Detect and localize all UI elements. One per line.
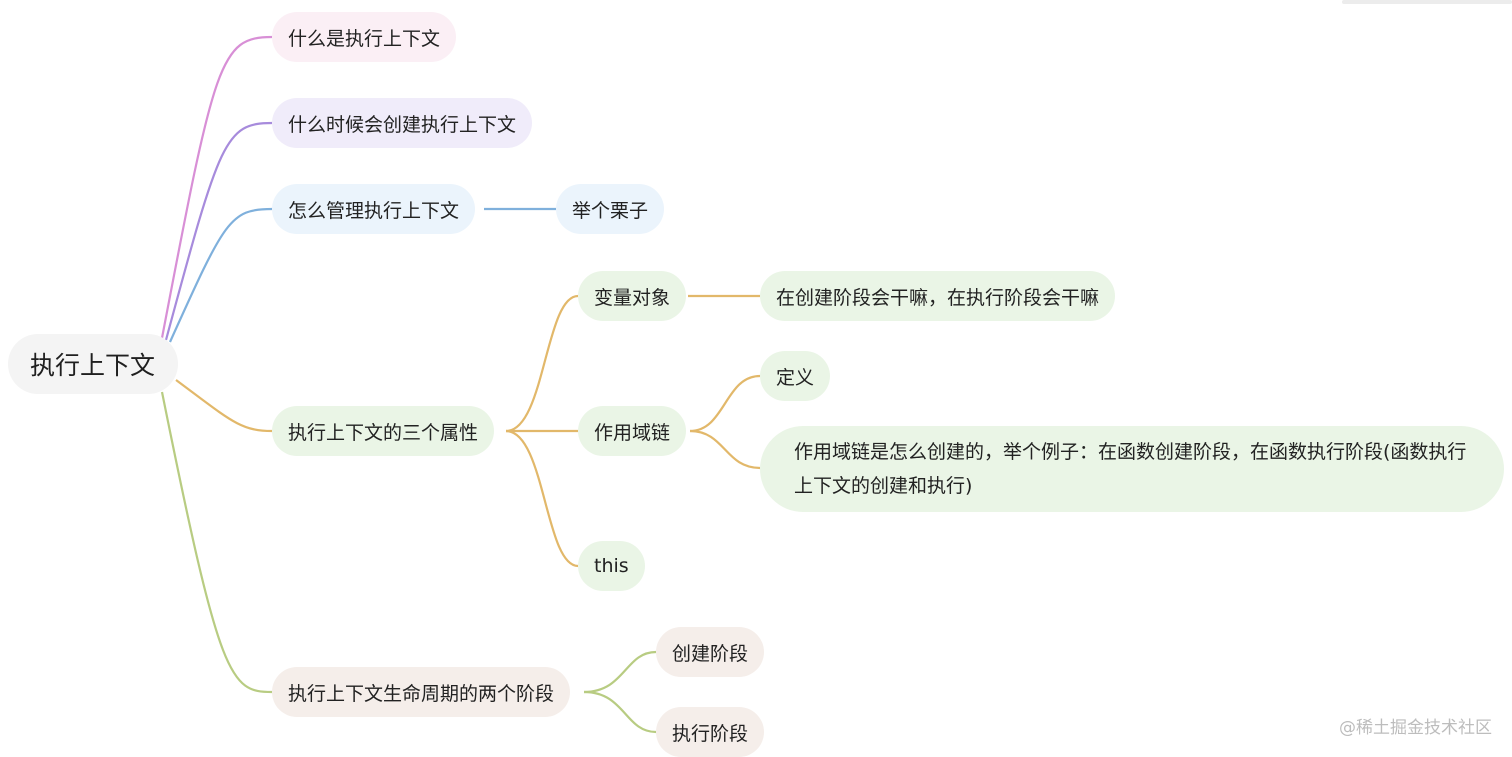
- link-attrs-this: [505, 429, 579, 568]
- link-root-how: [168, 207, 273, 343]
- node-lifecycle-phases[interactable]: 执行上下文生命周期的两个阶段: [272, 667, 571, 717]
- watermark: @稀土掘金技术社区: [1339, 718, 1492, 738]
- link-attrs-varobj: [505, 294, 579, 433]
- node-scope-chain[interactable]: 作用域链: [578, 406, 687, 456]
- node-three-properties[interactable]: 执行上下文的三个属性: [272, 406, 495, 456]
- root-node[interactable]: 执行上下文: [8, 334, 178, 394]
- top-right-bar: [1342, 0, 1512, 4]
- link-lifecycle-exec: [583, 690, 657, 734]
- node-when-created[interactable]: 什么时候会创建执行上下文: [272, 98, 533, 148]
- link-root-lifecycle: [160, 391, 273, 694]
- node-variable-object-detail[interactable]: 在创建阶段会干嘛，在执行阶段会干嘛: [760, 271, 1116, 321]
- node-execution-phase[interactable]: 执行阶段: [656, 707, 765, 757]
- node-what-is-execution-context[interactable]: 什么是执行上下文: [272, 12, 457, 62]
- link-scope-create: [689, 429, 761, 470]
- node-example[interactable]: 举个栗子: [556, 184, 665, 234]
- link-scope-def: [689, 374, 761, 433]
- node-variable-object[interactable]: 变量对象: [578, 271, 687, 321]
- link-root-attrs: [175, 379, 273, 433]
- node-this[interactable]: this: [578, 541, 645, 591]
- node-scope-definition[interactable]: 定义: [760, 351, 831, 401]
- link-root-what: [160, 35, 273, 339]
- node-creation-phase[interactable]: 创建阶段: [656, 627, 765, 677]
- link-lifecycle-create: [583, 650, 657, 694]
- node-how-managed[interactable]: 怎么管理执行上下文: [272, 184, 476, 234]
- node-scope-creation-detail[interactable]: 作用域链是怎么创建的，举个例子：在函数创建阶段，在函数执行阶段(函数执行上下文的…: [760, 426, 1504, 512]
- link-root-when: [164, 121, 273, 341]
